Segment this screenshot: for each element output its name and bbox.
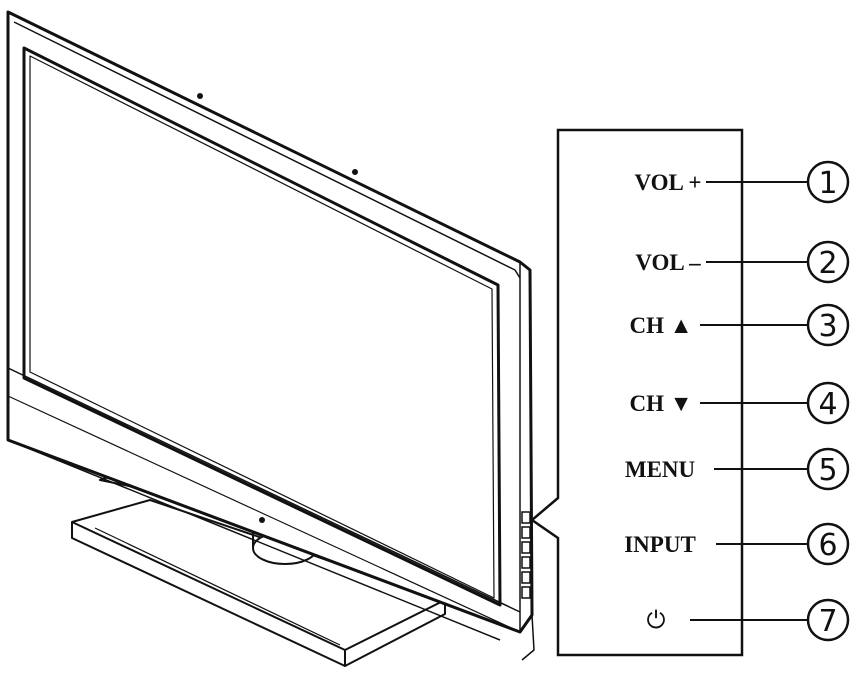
button-row-4: CH ▼ 4 xyxy=(629,381,850,425)
number-label: 6 xyxy=(818,528,837,563)
number-circle xyxy=(806,447,850,491)
number-label: 4 xyxy=(818,387,837,422)
button-label: CH ▲ xyxy=(629,313,692,338)
number-circle xyxy=(806,160,850,204)
button-row-7: ⏻7 xyxy=(647,598,850,642)
power-icon: ⏻ xyxy=(647,606,666,634)
button-row-2: VOL – 2 xyxy=(635,240,850,284)
button-row-1: VOL + 1 xyxy=(635,160,850,204)
number-label: 1 xyxy=(818,166,837,201)
button-label: MENU xyxy=(625,457,696,482)
number-circle xyxy=(806,598,850,642)
number-circle xyxy=(806,522,850,566)
number-label: 5 xyxy=(818,453,837,488)
tv-side-buttons xyxy=(521,511,531,599)
number-label: 3 xyxy=(818,309,837,344)
number-circle xyxy=(806,303,850,347)
number-circle xyxy=(806,381,850,425)
button-label: INPUT xyxy=(624,532,696,557)
number-label: 2 xyxy=(818,246,837,281)
button-label: VOL + xyxy=(635,170,702,195)
number-circle xyxy=(806,240,850,284)
button-label: CH ▼ xyxy=(629,391,692,416)
number-label: 7 xyxy=(818,604,837,639)
button-label: VOL – xyxy=(635,250,701,275)
button-row-6: INPUT 6 xyxy=(624,522,850,566)
button-row-3: CH ▲ 3 xyxy=(629,303,850,347)
button-row-5: MENU 5 xyxy=(625,447,850,491)
tv-body xyxy=(6,10,535,661)
callout-panel xyxy=(529,128,744,657)
